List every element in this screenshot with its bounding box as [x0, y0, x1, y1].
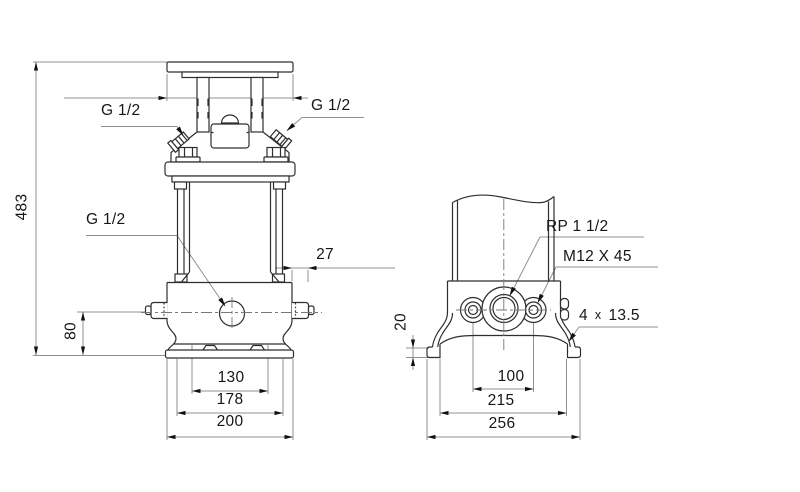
dimension-20-label: 20 [392, 313, 410, 331]
vent-plug-right [269, 128, 293, 151]
foot-holes-count: 4 [579, 307, 588, 324]
dimension-80-label: 80 [62, 322, 80, 340]
dimension-27-label: 27 [316, 246, 334, 263]
dimension-130-label: 130 [217, 369, 245, 386]
bolt-spec-label: M12 X 45 [563, 248, 632, 265]
dimension-483-label: 483 [13, 193, 31, 221]
dimension-200-label: 200 [216, 413, 244, 430]
leader-lines [86, 117, 658, 342]
dimension-256-label: 256 [488, 415, 516, 432]
foot-holes-multiplier: x [594, 308, 602, 322]
front-view-centerlines [141, 297, 322, 330]
dimension-178-label: 178 [216, 391, 244, 408]
vent-plug-right-label: G 1/2 [311, 97, 351, 114]
foot-holes-diameter: 13.5 [608, 307, 640, 324]
side-view-centerlines [456, 199, 551, 352]
dimension-215-label: 215 [487, 392, 515, 409]
port-thread-label: RP 1 1/2 [546, 218, 609, 235]
dimension-arrows [33, 62, 580, 440]
dimension-lines [33, 61, 581, 440]
front-view-outline [144, 61, 315, 359]
dimension-100-label: 100 [497, 368, 525, 385]
vent-plug-left [166, 131, 190, 154]
drain-plug-label: G 1/2 [86, 211, 126, 228]
vent-plug-left-label: G 1/2 [101, 102, 141, 119]
